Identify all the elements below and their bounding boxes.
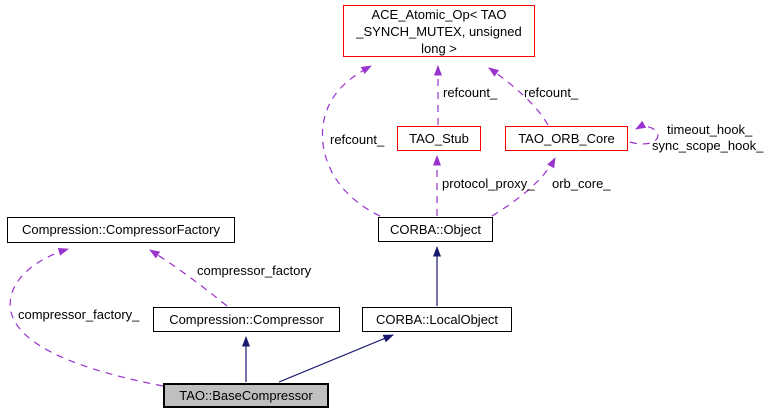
node-tao-orb-core[interactable]: TAO_ORB_Core bbox=[505, 126, 628, 151]
edge-orb-core-object-to-orbcore bbox=[491, 157, 556, 217]
edge-label-orb-core: orb_core_ bbox=[552, 176, 611, 191]
node-corba-local-object[interactable]: CORBA::LocalObject bbox=[362, 307, 512, 332]
node-tao-stub[interactable]: TAO_Stub bbox=[397, 126, 481, 151]
node-label-line: long > bbox=[421, 40, 457, 56]
node-label-line: _SYNCH_MUTEX, unsigned bbox=[356, 23, 522, 39]
edge-label-refcount-stub: refcount_ bbox=[443, 85, 498, 100]
edge-label-timeout-hook: timeout_hook_ bbox=[667, 122, 753, 137]
edge-refcount-orbcore-to-ace bbox=[488, 67, 549, 126]
edge-label-refcount-object: refcount_ bbox=[330, 132, 385, 147]
edge-basecompressor-to-factory bbox=[9, 247, 164, 387]
edge-label-sync-scope-hook: sync_scope_hook_ bbox=[652, 138, 764, 153]
edge-label-compressor-factory: compressor_factory bbox=[197, 263, 312, 278]
node-corba-object[interactable]: CORBA::Object bbox=[378, 217, 493, 242]
edge-label-compressor-factory-member: compressor_factory_ bbox=[18, 307, 140, 322]
edge-compressor-factory-to-factory bbox=[149, 249, 228, 307]
edge-label-protocol-proxy: protocol_proxy_ bbox=[442, 176, 535, 191]
edge-label-refcount-orbcore: refcount_ bbox=[524, 85, 579, 100]
node-compression-compressor-factory[interactable]: Compression::CompressorFactory bbox=[7, 217, 235, 243]
node-label-line: ACE_Atomic_Op< TAO bbox=[371, 6, 507, 22]
edge-basecompressor-inherits-localobject bbox=[278, 334, 394, 383]
edge-orbcore-self-loop bbox=[629, 120, 659, 145]
node-compression-compressor[interactable]: Compression::Compressor bbox=[153, 307, 340, 332]
node-tao-base-compressor: TAO::BaseCompressor bbox=[163, 383, 329, 408]
node-ace-atomic-op[interactable]: ACE_Atomic_Op< TAO _SYNCH_MUTEX, unsigne… bbox=[343, 5, 535, 57]
